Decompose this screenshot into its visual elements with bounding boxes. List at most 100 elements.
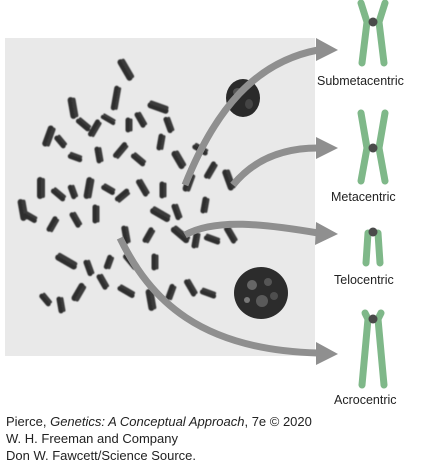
micrograph-chromosome (50, 188, 66, 202)
arrow-acrocentric (116, 236, 319, 357)
credit-edition: , 7e © 2020 (244, 414, 312, 429)
micrograph-chromosome (46, 216, 58, 232)
label-telocentric: Telocentric (334, 273, 394, 287)
micrograph-chromatid (114, 87, 122, 110)
telocentric-chromosome-icon (362, 227, 384, 267)
micrograph-chromatid (133, 152, 147, 164)
micrograph-chromatid (138, 111, 148, 126)
acrocentric-chromosome-icon (358, 309, 388, 389)
micrograph-chromosome (23, 213, 37, 223)
micrograph-chromatid (205, 233, 221, 241)
micrograph-chromosome (67, 153, 83, 163)
micrograph-chromatid (204, 198, 210, 213)
micrograph-chromatid (207, 163, 218, 180)
micrograph-chromosome (83, 259, 93, 277)
arrow-telocentric (183, 220, 319, 239)
micrograph-chromosome (54, 135, 66, 149)
micrograph-chromosome (17, 199, 27, 221)
micrograph-chromatid (78, 117, 92, 129)
nucleus-bottom (234, 267, 288, 319)
micrograph-chromosome (114, 188, 130, 202)
micrograph-chromatid (60, 297, 66, 312)
arrows (116, 38, 338, 365)
micrograph-chromosome (130, 153, 146, 167)
micrograph-chromatid (107, 256, 115, 270)
micrograph-chromatid (50, 218, 60, 233)
label-acrocentric: Acrocentric (334, 393, 397, 407)
micrograph-chromatid (167, 116, 175, 132)
micrograph-chromosome (204, 161, 216, 179)
micrograph-chromatid (57, 134, 68, 146)
chromosome-spread (17, 58, 238, 314)
micrograph-chromosome (117, 59, 133, 81)
metacentric-chromosome-icon (357, 109, 389, 185)
micrograph-chromatid (227, 225, 238, 242)
micrograph-chromosome (67, 184, 77, 200)
micrograph-chromatid (139, 178, 150, 195)
micrograph-chromosome (156, 133, 164, 151)
micrograph-chromatid (69, 151, 83, 159)
arrowhead-acrocentric (316, 342, 338, 365)
micrograph-chromosome (147, 102, 169, 114)
micrograph-chromatid (57, 252, 78, 266)
micrograph-chromatid (169, 285, 177, 301)
micrograph-chromosome (110, 85, 120, 111)
micrograph-chromatid (100, 273, 110, 288)
micrograph-chromatid (195, 233, 201, 248)
micrograph-chromosome (100, 115, 116, 125)
micrograph-chromatid (91, 121, 102, 138)
micrograph-chromatid (152, 206, 171, 219)
micrograph-chromosome (136, 179, 148, 197)
arrowhead-metacentric (316, 137, 338, 159)
arrow-metacentric (230, 144, 319, 188)
micrograph-chromatid (71, 97, 79, 118)
micrograph-chromosome (222, 169, 234, 191)
credit-book-title: Genetics: A Conceptual Approach (50, 414, 245, 429)
micrograph-chromosome (94, 146, 102, 164)
micrograph-chromosome (170, 226, 190, 244)
micrograph-chromatid (98, 147, 104, 162)
label-metacentric: Metacentric (331, 190, 396, 204)
micrograph-chromosome (42, 125, 54, 147)
micrograph-chromosome (203, 235, 221, 245)
micrograph-chromosome (117, 286, 135, 298)
credit-author: Pierce, (6, 414, 51, 429)
arrowhead-telocentric (315, 222, 338, 245)
label-submetacentric: Submetacentric (317, 74, 404, 88)
micrograph-chromatid (75, 285, 87, 302)
submetacentric-chromosome-icon (357, 0, 389, 67)
arrowhead-submetacentric (316, 38, 338, 61)
micrograph-chromosome (69, 212, 81, 228)
micrograph-chromosome (83, 177, 93, 199)
micrograph-chromosome (103, 254, 113, 270)
micrograph-chromosome (171, 150, 185, 170)
micrograph-chromosome (71, 282, 85, 302)
micrograph-chromatid (25, 211, 38, 220)
micrograph-chromosome (200, 196, 208, 214)
micrograph-chromosome (142, 227, 154, 243)
micrograph-chromatid (103, 183, 116, 192)
micrograph-chromatid (121, 58, 135, 79)
micrograph-chromosome (171, 203, 181, 221)
nucleus-top (226, 79, 260, 117)
micrograph-chromosome (67, 97, 77, 119)
credit-line-1: Pierce, Genetics: A Conceptual Approach,… (6, 414, 312, 429)
micrograph-chromatid (119, 284, 136, 295)
micrograph-chromatid (73, 211, 83, 226)
micrograph-chromatid (149, 100, 169, 110)
micrograph-chromosome (165, 283, 175, 301)
micrograph-chromatid (46, 127, 56, 147)
micrograph-chromatid (149, 289, 157, 310)
micrograph-chromatid (187, 278, 198, 295)
micrograph-chromatid (103, 113, 116, 122)
micrograph-chromosome (163, 116, 173, 134)
micrograph-chromatid (87, 259, 95, 275)
micrograph-chromatid (87, 178, 95, 199)
micrograph-chromatid (116, 145, 129, 159)
arrow-submetacentric (181, 46, 319, 187)
micrograph-chromosome (101, 185, 115, 195)
micrograph-chromosome (55, 254, 77, 270)
micrograph-chromosome (56, 296, 64, 314)
micrograph-chromosome (145, 289, 155, 311)
